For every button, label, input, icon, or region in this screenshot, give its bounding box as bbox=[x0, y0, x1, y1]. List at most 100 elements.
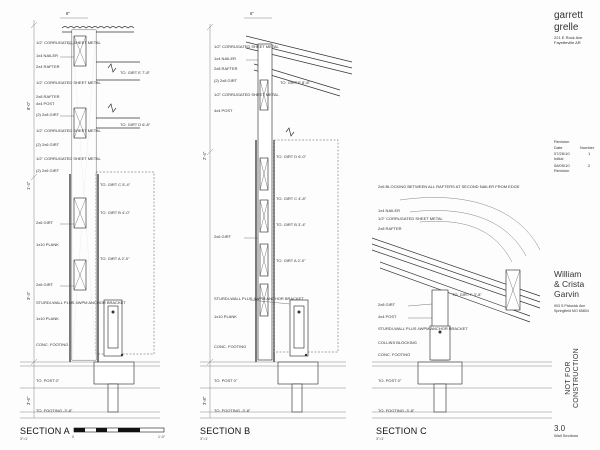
section-b-note: TO. GIRT B 3'-4" bbox=[276, 222, 307, 227]
section-a-notes: 1/2" CORRUGATED SHEET METAL 1x4 NAILER 2… bbox=[36, 40, 151, 413]
section-c-note: TO. FOOTING -3'-8" bbox=[378, 408, 415, 413]
section-b-title-block: SECTION B 3"=1' bbox=[200, 426, 250, 441]
section-a-note: 1x4 NAILER bbox=[36, 53, 58, 58]
section-a-title-block: SECTION A 3"=1' 0 1'-0" bbox=[20, 426, 166, 441]
sheet-number: 3.0 bbox=[554, 424, 566, 433]
section-c-title-block: SECTION C 3"=1' bbox=[376, 426, 427, 441]
section-b-note: TO. GIRT A 2'-0" bbox=[276, 258, 306, 263]
not-for-construction-stamp: NOT FOR CONSTRUCTION bbox=[564, 348, 580, 409]
section-c-note: CONC. FOOTING bbox=[378, 352, 410, 357]
section-b-dim-2: 3'-8" bbox=[202, 396, 207, 405]
section-a-note: TO. POST 0" bbox=[36, 378, 60, 383]
section-c-drawing bbox=[371, 197, 552, 419]
section-c-notes: 2x6 BLOCKING BETWEEN ALL RAFTERS AT SECO… bbox=[378, 184, 520, 413]
section-c-note: 1x4 NAILER bbox=[378, 208, 400, 213]
client-address-line1: 903 S Pickwick Ave bbox=[554, 304, 586, 308]
section-b-dim-1: 2'-4" bbox=[202, 151, 207, 160]
section-c-note: 2x8 GIRT bbox=[378, 302, 396, 307]
section-a-dim-2: 3'-4" bbox=[26, 291, 31, 300]
section-b-note: TO. GIRT D 6'-0" bbox=[276, 154, 307, 159]
sheet-title: Wall Sections bbox=[554, 433, 579, 438]
section-c-note: 1/2" CORRUGATED SHEET METAL bbox=[378, 216, 444, 221]
section-b-note: 1x4 NAILER bbox=[214, 56, 236, 61]
section-c-note: 4x4 POST bbox=[378, 314, 397, 319]
section-c-note: TO. GIRT F 3'-8" bbox=[452, 292, 482, 297]
section-b-notes: 1/2" CORRUGATED SHEET METAL 1x4 NAILER 2… bbox=[214, 44, 311, 413]
section-a-title: SECTION A bbox=[20, 426, 70, 436]
section-a-note: 1/2" CORRUGATED SHEET METAL bbox=[36, 156, 102, 161]
section-a-note: 2x6 GIRT bbox=[36, 220, 54, 225]
section-a-note: 1/2" CORRUGATED SHEET METAL bbox=[36, 80, 102, 85]
revision-1-number: 1 bbox=[588, 151, 591, 156]
section-a-note: 4x4 POST bbox=[36, 101, 55, 106]
revision-1-note: Initial bbox=[554, 156, 564, 161]
section-a-note: CONC. FOOTING bbox=[36, 342, 68, 347]
revision-2-note: Revision bbox=[554, 168, 570, 173]
section-c-note: STURDI-WALL PLUS 4WPM ANCHOR BRACKET bbox=[378, 326, 468, 331]
section-b-scale: 3"=1' bbox=[200, 437, 208, 441]
section-a-note: TO. GIRT D 6'-8" bbox=[120, 122, 151, 127]
section-b-note: 4x4 POST bbox=[214, 108, 233, 113]
section-b-drawing: 6" bbox=[200, 11, 353, 419]
section-a-note: STURDI-WALL PLUS 4WPM ANCHOR BRACKET bbox=[36, 300, 126, 305]
revision-2-number: 2 bbox=[588, 163, 591, 168]
section-a-note: 2x4 RAFTER bbox=[36, 64, 60, 69]
section-b-note: 1/2" CORRUGATED SHEET METAL bbox=[214, 92, 280, 97]
architect-address-line1: 221 E Rock Ave bbox=[554, 35, 583, 40]
client-name-line1: William bbox=[554, 269, 582, 279]
architect-address-line2: Fayetteville AR bbox=[554, 40, 581, 45]
section-b-note: TO. GIRT E 8'-8" bbox=[280, 80, 311, 85]
revision-1-date: 07/26/10 bbox=[554, 151, 570, 156]
section-c-note: 2x6 BLOCKING BETWEEN ALL RAFTERS AT SECO… bbox=[378, 184, 520, 189]
section-b-note: CONC. FOOTING bbox=[214, 344, 246, 349]
revision-header-date: Date bbox=[554, 145, 563, 150]
client-name-line3: Garvin bbox=[554, 289, 580, 299]
scale-bar-right: 1'-0" bbox=[158, 435, 166, 439]
section-c-note: TO. POST 0" bbox=[378, 378, 402, 383]
section-b-note: (2) 2x8 GIRT bbox=[214, 78, 238, 83]
section-b-note: 1/2" CORRUGATED SHEET METAL bbox=[214, 44, 280, 49]
section-a-drawing: 8" bbox=[20, 11, 160, 419]
section-a-note: TO. GIRT B 4'-0" bbox=[100, 210, 131, 215]
revision-label: Revision bbox=[554, 139, 570, 144]
section-a-dim-1: 1'-4" bbox=[26, 181, 31, 190]
section-a-note: TO. GIRT A 2'-0" bbox=[100, 256, 130, 261]
section-b-note: TO. POST 0" bbox=[214, 378, 238, 383]
section-a-note: (2) 2x6 GIRT bbox=[36, 142, 60, 147]
section-a-note: 2x8 RAFTER bbox=[36, 94, 60, 99]
section-a-dim-3: 8'-0" bbox=[26, 101, 31, 110]
section-a-dim-top: 8" bbox=[66, 11, 70, 16]
section-b-note: 2x6 GIRT bbox=[214, 234, 232, 239]
section-a-note: 2x6 GIRT bbox=[36, 282, 54, 287]
section-a-note: 1/2" CORRUGATED SHEET METAL bbox=[36, 40, 102, 45]
section-a-note: 1x10 PLANK bbox=[36, 242, 59, 247]
section-a-scale: 3"=1' bbox=[20, 437, 28, 441]
revision-header-number: Number bbox=[580, 145, 595, 150]
scale-bar-left: 0 bbox=[72, 435, 74, 439]
section-b-note: TO. GIRT C 4'-8" bbox=[276, 196, 307, 201]
architect-name-line1: garrett bbox=[554, 10, 583, 21]
revision-2-date: 08/05/10 bbox=[554, 163, 570, 168]
section-b-note: STURDI-WALL PLUS 4WPM ANCHOR BRACKET bbox=[214, 296, 304, 301]
section-b-note: 1x10 PLANK bbox=[214, 314, 237, 319]
section-c-note: 2x8 RAFTER bbox=[378, 226, 402, 231]
section-b-dim-top: 6" bbox=[250, 11, 254, 16]
section-c-note: COLLINS BLOCKING bbox=[378, 340, 417, 345]
section-a-note: TO. GIRT E 7'-8" bbox=[120, 70, 151, 75]
section-b-note: 2x8 RAFTER bbox=[214, 66, 238, 71]
section-a-note: TO. GIRT C 5'-4" bbox=[100, 182, 131, 187]
title-block: garrett grelle 221 E Rock Ave Fayettevil… bbox=[554, 6, 598, 446]
client-name-line2: & Crista bbox=[554, 279, 585, 289]
section-c-title: SECTION C bbox=[376, 426, 427, 436]
section-b-note: TO. FOOTING -3'-8" bbox=[214, 408, 251, 413]
section-a-note: (2) 2x6 GIRT bbox=[36, 168, 60, 173]
section-a-note: 1/2" CORRUGATED SHEET METAL bbox=[36, 128, 102, 133]
section-c-scale: 3"=1' bbox=[376, 437, 384, 441]
section-b-title: SECTION B bbox=[200, 426, 250, 436]
section-a-note: TO. FOOTING -3'-8" bbox=[36, 408, 73, 413]
architect-name-line2: grelle bbox=[554, 22, 579, 33]
client-address-line2: Springfield MO 65804 bbox=[554, 309, 589, 313]
section-a-dim-4: 3'-6" bbox=[26, 396, 31, 405]
